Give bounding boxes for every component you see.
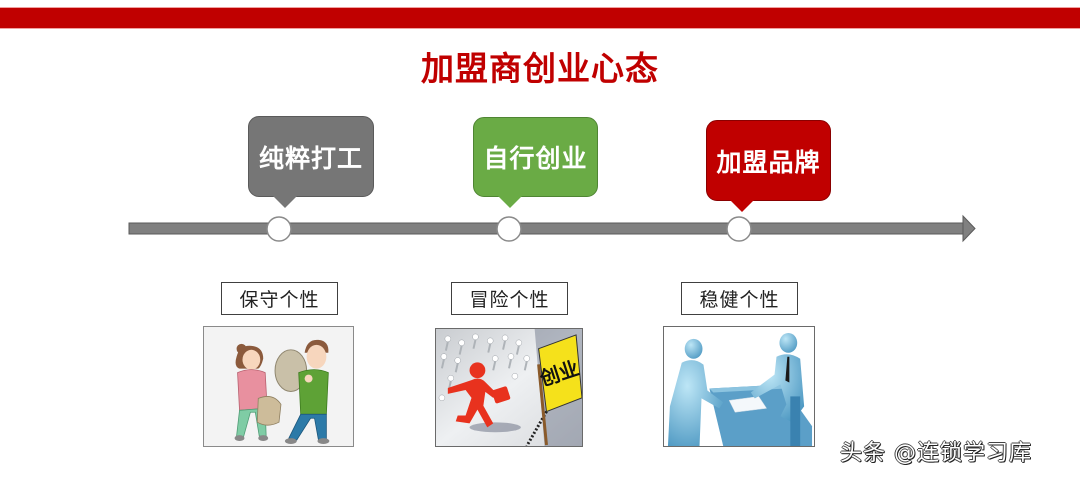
timeline-node-3 bbox=[726, 216, 752, 242]
timeline-node-2 bbox=[496, 216, 522, 242]
stage-callout-employee: 纯粹打工 bbox=[248, 116, 374, 208]
top-accent-bar bbox=[0, 8, 1080, 28]
trait-label-steady: 稳健个性 bbox=[681, 282, 798, 315]
arrowhead-icon bbox=[962, 214, 976, 243]
watermark-handle: @连锁学习库 bbox=[894, 441, 1033, 466]
red-figure-running-to-sign-illustration: 创业 bbox=[435, 328, 583, 447]
page-title: 加盟商创业心态 bbox=[421, 49, 659, 88]
trait-label-adventurous: 冒险个性 bbox=[451, 282, 568, 315]
stage-label: 加盟品牌 bbox=[716, 147, 821, 177]
timeline-node-1 bbox=[266, 216, 292, 242]
stage-callout-franchise: 加盟品牌 bbox=[706, 120, 831, 212]
watermark: 头条 @连锁学习库 bbox=[840, 435, 1032, 467]
business-meeting-figures-illustration bbox=[663, 326, 815, 447]
couple-carrying-luggage-illustration bbox=[203, 326, 354, 447]
watermark-platform: 头条 bbox=[840, 441, 887, 466]
trait-label-conservative: 保守个性 bbox=[221, 282, 338, 315]
stage-callout-self-startup: 自行创业 bbox=[473, 117, 598, 208]
stage-label: 自行创业 bbox=[483, 144, 588, 173]
stage-label: 纯粹打工 bbox=[258, 143, 363, 173]
